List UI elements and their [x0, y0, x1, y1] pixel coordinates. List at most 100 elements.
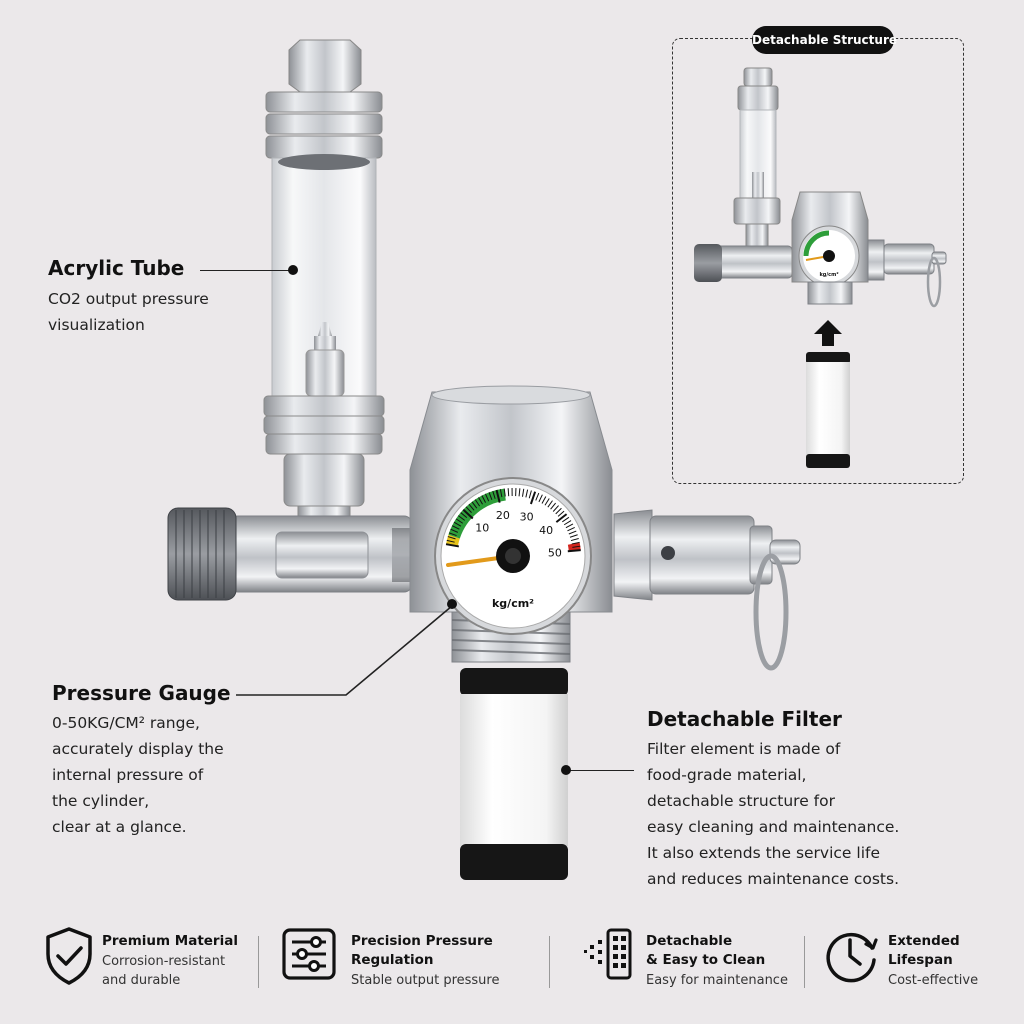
feature-bar: Premium Material Corrosion-resistant and… [0, 918, 1024, 1008]
detachable-filter-title: Detachable Filter [647, 707, 842, 731]
feature-title-line: Premium Material [102, 933, 238, 949]
inset-regulator-illustration: kg/cm² [694, 67, 947, 468]
feature-divider [258, 936, 259, 988]
gauge-tick [481, 495, 487, 503]
acrylic-tube-line: visualization [48, 316, 145, 334]
feature-title: Premium Material [102, 932, 238, 951]
gauge-tick [484, 493, 490, 502]
gauge-tick [555, 513, 568, 523]
inlet-body [167, 507, 413, 601]
gauge-tick [565, 523, 574, 529]
gauge-tick [468, 503, 475, 511]
safety-valve [613, 509, 801, 671]
gauge-tick [569, 534, 578, 538]
gauge-tick [567, 549, 581, 553]
gauge-tick [544, 498, 550, 506]
feature-detachable: Detachable & Easy to Clean Easy for main… [582, 918, 794, 1008]
gauge-tick [453, 521, 462, 527]
detach-filter-icon [584, 928, 632, 980]
feature-title-line: Regulation [351, 952, 434, 968]
acrylic-tube-leader-dot [288, 265, 298, 275]
detachable-filter-line: and reduces maintenance costs. [647, 870, 900, 888]
gauge-tick [455, 518, 464, 524]
gauge-tick [562, 516, 570, 523]
feature-precision-pressure: Precision Pressure Regulation Stable out… [282, 918, 522, 1008]
detachable-filter-leader-dot [561, 765, 571, 775]
detachable-filter-line: Filter element is made of [647, 740, 841, 758]
gauge-tick [448, 532, 457, 537]
gauge-tick [525, 489, 529, 498]
feature-subtitle-line: Cost-effective [888, 973, 979, 988]
detachable-filter-line: It also extends the service life [647, 844, 880, 862]
gauge-tick [568, 530, 577, 535]
gauge-unit-label: kg/cm² [492, 597, 534, 610]
arrow-up-icon [814, 320, 842, 346]
feature-premium-material: Premium Material Corrosion-resistant and… [44, 918, 244, 1008]
feature-subtitle: Easy for maintenance [646, 971, 788, 990]
pressure-gauge-line: accurately display the [52, 740, 224, 758]
feature-subtitle-line: Corrosion-resistant [102, 954, 226, 969]
gauge-tick-label: 20 [496, 509, 510, 522]
gauge-tick [492, 490, 496, 499]
feature-subtitle: Corrosion-resistant and durable [102, 952, 225, 990]
detachable-structure-badge: Detachable Structure [752, 26, 897, 54]
feature-title: Detachable & Easy to Clean [646, 932, 765, 970]
gauge-tick [571, 541, 580, 545]
gauge-tick [555, 507, 562, 515]
gauge-tick [450, 528, 459, 533]
acrylic-tube-assembly [263, 39, 385, 529]
gauge-tick-label: 10 [475, 521, 489, 534]
feature-divider [549, 936, 550, 988]
gauge-tick [495, 489, 501, 503]
gauge-tick [563, 520, 572, 526]
gauge-tick [447, 536, 456, 540]
feature-title: Precision Pressure Regulation [351, 932, 493, 970]
gauge-tick [541, 496, 547, 504]
detachable-filter-line: detachable structure for [647, 792, 835, 810]
inset-gauge-unit: kg/cm² [819, 272, 838, 278]
gauge-tick [572, 545, 581, 548]
gauge-tick [471, 501, 478, 509]
acrylic-tube-description: CO2 output pressure visualization [48, 286, 209, 338]
gauge-tick [457, 515, 466, 521]
gauge-tick [474, 499, 481, 507]
gauge-tick [529, 491, 537, 505]
gauge-tick [538, 494, 543, 503]
gauge-tick [445, 543, 460, 548]
pressure-gauge-line: 0-50KG/CM² range, [52, 714, 200, 732]
feature-title-line: Extended [888, 933, 960, 949]
gauge-tick [507, 488, 510, 497]
acrylic-tube-title: Acrylic Tube [48, 256, 185, 280]
pressure-gauge-line: the cylinder, [52, 792, 150, 810]
gauge-tick [478, 497, 483, 505]
gauge-tick [535, 492, 540, 501]
pressure-gauge-description: 0-50KG/CM² range, accurately display the… [52, 710, 224, 840]
detachable-filter-leader-line [568, 770, 634, 771]
detachable-filter-line: easy cleaning and maintenance. [647, 818, 900, 836]
feature-subtitle: Stable output pressure [351, 971, 499, 990]
sliders-icon [282, 928, 336, 980]
gauge-tick [518, 488, 521, 497]
gauge-tick [499, 489, 503, 498]
gauge-tick [547, 500, 553, 508]
gauge-tick [446, 539, 455, 543]
pressure-gauge-line: clear at a glance. [52, 818, 187, 836]
gauge-tick [552, 505, 559, 512]
clock-icon [826, 932, 878, 983]
feature-subtitle-line: and durable [102, 973, 181, 988]
gauge-tick [567, 527, 575, 532]
feature-subtitle-line: Easy for maintenance [646, 973, 788, 988]
gauge-tick [462, 508, 474, 520]
feature-title-line: Lifespan [888, 952, 953, 968]
gauge-tick [488, 492, 493, 501]
gauge-tick [550, 502, 556, 510]
feature-extended-lifespan: Extended Lifespan Cost-effective [822, 918, 1012, 1008]
acrylic-tube-leader-line [200, 270, 292, 271]
gauge-tick [528, 490, 532, 499]
gauge-tick [460, 512, 468, 519]
gauge-tick-label: 40 [539, 524, 553, 537]
pressure-gauge-line: internal pressure of [52, 766, 204, 784]
